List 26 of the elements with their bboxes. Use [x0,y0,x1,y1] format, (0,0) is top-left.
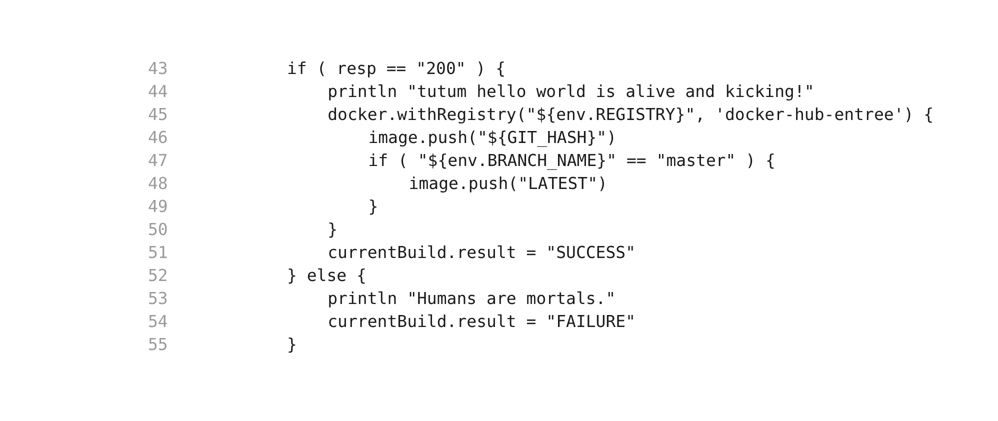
line-number: 43 [148,58,168,80]
code-line: image.push("${GIT_HASH}") [368,127,617,149]
code-line: } else { [287,265,366,287]
code-line: } [287,334,297,356]
code-line: if ( "${env.BRANCH_NAME}" == "master" ) { [368,150,776,172]
code-line: println "Humans are mortals." [328,288,616,310]
code-line: currentBuild.result = "FAILURE" [328,311,636,333]
line-number: 55 [148,334,168,356]
code-line: docker.withRegistry("${env.REGISTRY}", 'docker-hub-entree') { [328,104,934,126]
line-number: 47 [148,150,168,172]
code-line: } [368,196,378,218]
code-line: if ( resp == "200" ) { [287,58,506,80]
line-number: 54 [148,311,168,333]
line-number: 52 [148,265,168,287]
line-number: 46 [148,127,168,149]
code-line: image.push("LATEST") [408,173,608,195]
line-number: 48 [148,173,168,195]
code-line: } [328,219,338,241]
line-number: 45 [148,104,168,126]
line-number: 49 [148,196,168,218]
code-line: currentBuild.result = "SUCCESS" [328,242,636,264]
line-number: 51 [148,242,168,264]
code-line: println "tutum hello world is alive and kicking!" [328,81,814,103]
line-number: 50 [148,219,168,241]
line-number: 53 [148,288,168,310]
line-number: 44 [148,81,168,103]
